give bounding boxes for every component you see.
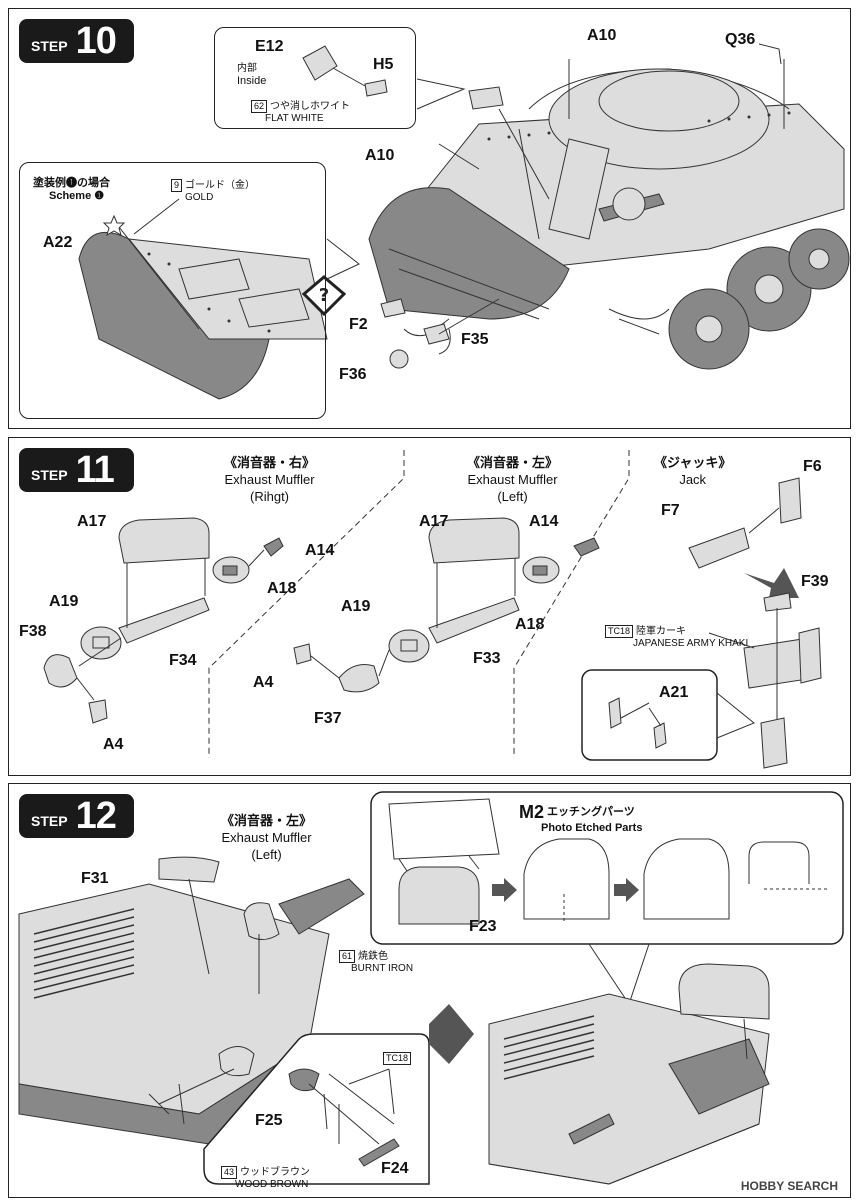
step12-muffler-en2: (Left) [251,847,282,862]
part-e12-label: E12 [255,38,284,55]
rotate-view-icon: ? [301,275,347,317]
etch-en-label: Photo Etched Parts [541,822,643,834]
paint-jp-text: つや消しホワイト [270,101,351,112]
part-m2-label: M2 [519,802,545,822]
part-a10-top-label: A10 [587,27,617,44]
step-12-drawing [18,791,844,1185]
right-muffler-jp: 《消音器・右》 [224,455,316,470]
right-muffler-heading: 《消音器・右》 Exhaust Muffler (Rihgt) [224,454,315,505]
step-number: 11 [75,448,115,491]
left-part-a19: A19 [341,598,371,615]
jack-en: Jack [679,472,707,487]
tc18-chip-label: TC18 [383,1052,414,1065]
paint-number-chip: TC18 [383,1052,412,1065]
jack-part-f7: F7 [661,502,680,519]
left-muffler-jp: 《消音器・左》 [467,455,559,470]
part-a10-left-label: A10 [365,147,395,164]
step12-muffler-heading: 《消音器・左》 Exhaust Muffler (Left) [221,812,312,863]
step-10-drawing: ? [78,43,850,400]
gold-scheme-callout [19,162,326,419]
khaki-paint-en: JAPANESE ARMY KHAKI [633,638,749,649]
part-f31-label: F31 [81,870,109,887]
right-muffler-en1: Exhaust Muffler [224,472,315,487]
left-muffler-en1: Exhaust Muffler [467,472,558,487]
left-part-a14: A14 [529,513,559,530]
right-part-f34: F34 [169,652,197,669]
part-f24-label: F24 [381,1160,409,1177]
khaki-jp-text: 陸軍カーキ [636,626,687,637]
part-h5-label: H5 [373,56,394,73]
right-part-a14: A14 [305,542,335,559]
jack-jp: 《ジャッキ》 [654,455,732,470]
left-part-f33: F33 [473,650,501,667]
scheme-jp-label: 塗装例❶の場合 [33,177,110,189]
left-part-f37: F37 [314,710,342,727]
flat-white-paint-en: FLAT WHITE [265,113,324,124]
gold-jp-text: ゴールド（金） [185,180,256,191]
part-f2-label: F2 [349,316,368,333]
left-muffler-heading: 《消音器・左》 Exhaust Muffler (Left) [467,454,558,505]
inside-en-label: Inside [237,75,267,87]
part-f23-label: F23 [469,918,497,935]
step-11-panel: STEP 11 《消音器・右》 Exhaust Muffler (Rihgt) … [8,437,851,776]
step-10-badge: STEP 10 [19,19,134,63]
step-word: STEP [31,467,68,483]
part-f36-label: F36 [339,366,367,383]
left-muffler-en2: (Left) [497,489,528,504]
step-12-panel: STEP 12 《消音器・左》 Exhaust Muffler (Left) 6… [8,783,851,1198]
paint-number-chip: 9 [171,179,183,192]
right-part-a18: A18 [267,580,297,597]
right-part-f38: F38 [19,623,47,640]
burnt-iron-paint-en: BURNT IRON [351,963,414,974]
paint-number-chip: 62 [251,100,268,113]
right-part-a4: A4 [103,736,124,753]
left-part-a4: A4 [253,674,274,691]
step-number: 10 [75,19,117,62]
burnt-iron-jp-text: 焼鉄色 [358,951,389,962]
left-part-a17: A17 [419,513,449,530]
inside-jp-label: 内部 [237,63,257,74]
wood-brown-jp-text: ウッドブラウン [240,1167,311,1178]
step12-muffler-en1: Exhaust Muffler [221,830,312,845]
right-part-a19: A19 [49,593,79,610]
hobby-search-watermark: HOBBY SEARCH [740,1179,838,1193]
step12-muffler-jp: 《消音器・左》 [221,813,313,828]
part-q36-label: Q36 [725,31,756,48]
paint-number-chip: TC18 [605,625,634,638]
step-12-badge: STEP 12 [19,794,134,838]
part-f35-label: F35 [461,331,489,348]
scheme-en-label: Scheme ❶ [49,190,105,202]
paint-number-chip: 61 [339,950,356,963]
part-a22-label: A22 [43,234,73,251]
part-f25-label: F25 [255,1112,283,1129]
paint-number-chip: 43 [221,1166,238,1179]
step-word: STEP [31,813,68,829]
step-word: STEP [31,38,68,54]
svg-text:?: ? [319,285,329,306]
left-part-a18: A18 [515,616,545,633]
jack-part-f39: F39 [801,573,829,590]
step-number: 12 [75,794,117,837]
step-11-badge: STEP 11 [19,448,134,492]
gold-paint-en: GOLD [185,192,214,203]
right-part-a17: A17 [77,513,107,530]
jack-heading: 《ジャッキ》 Jack [654,454,731,488]
right-muffler-en2: (Rihgt) [250,489,290,504]
jack-part-f6: F6 [803,458,822,475]
etch-jp-label: エッチングパーツ [547,806,635,818]
jack-part-a21: A21 [659,684,689,701]
wood-brown-paint-en: WOOD BROWN [235,1179,309,1190]
step-11-drawing [43,450,822,769]
